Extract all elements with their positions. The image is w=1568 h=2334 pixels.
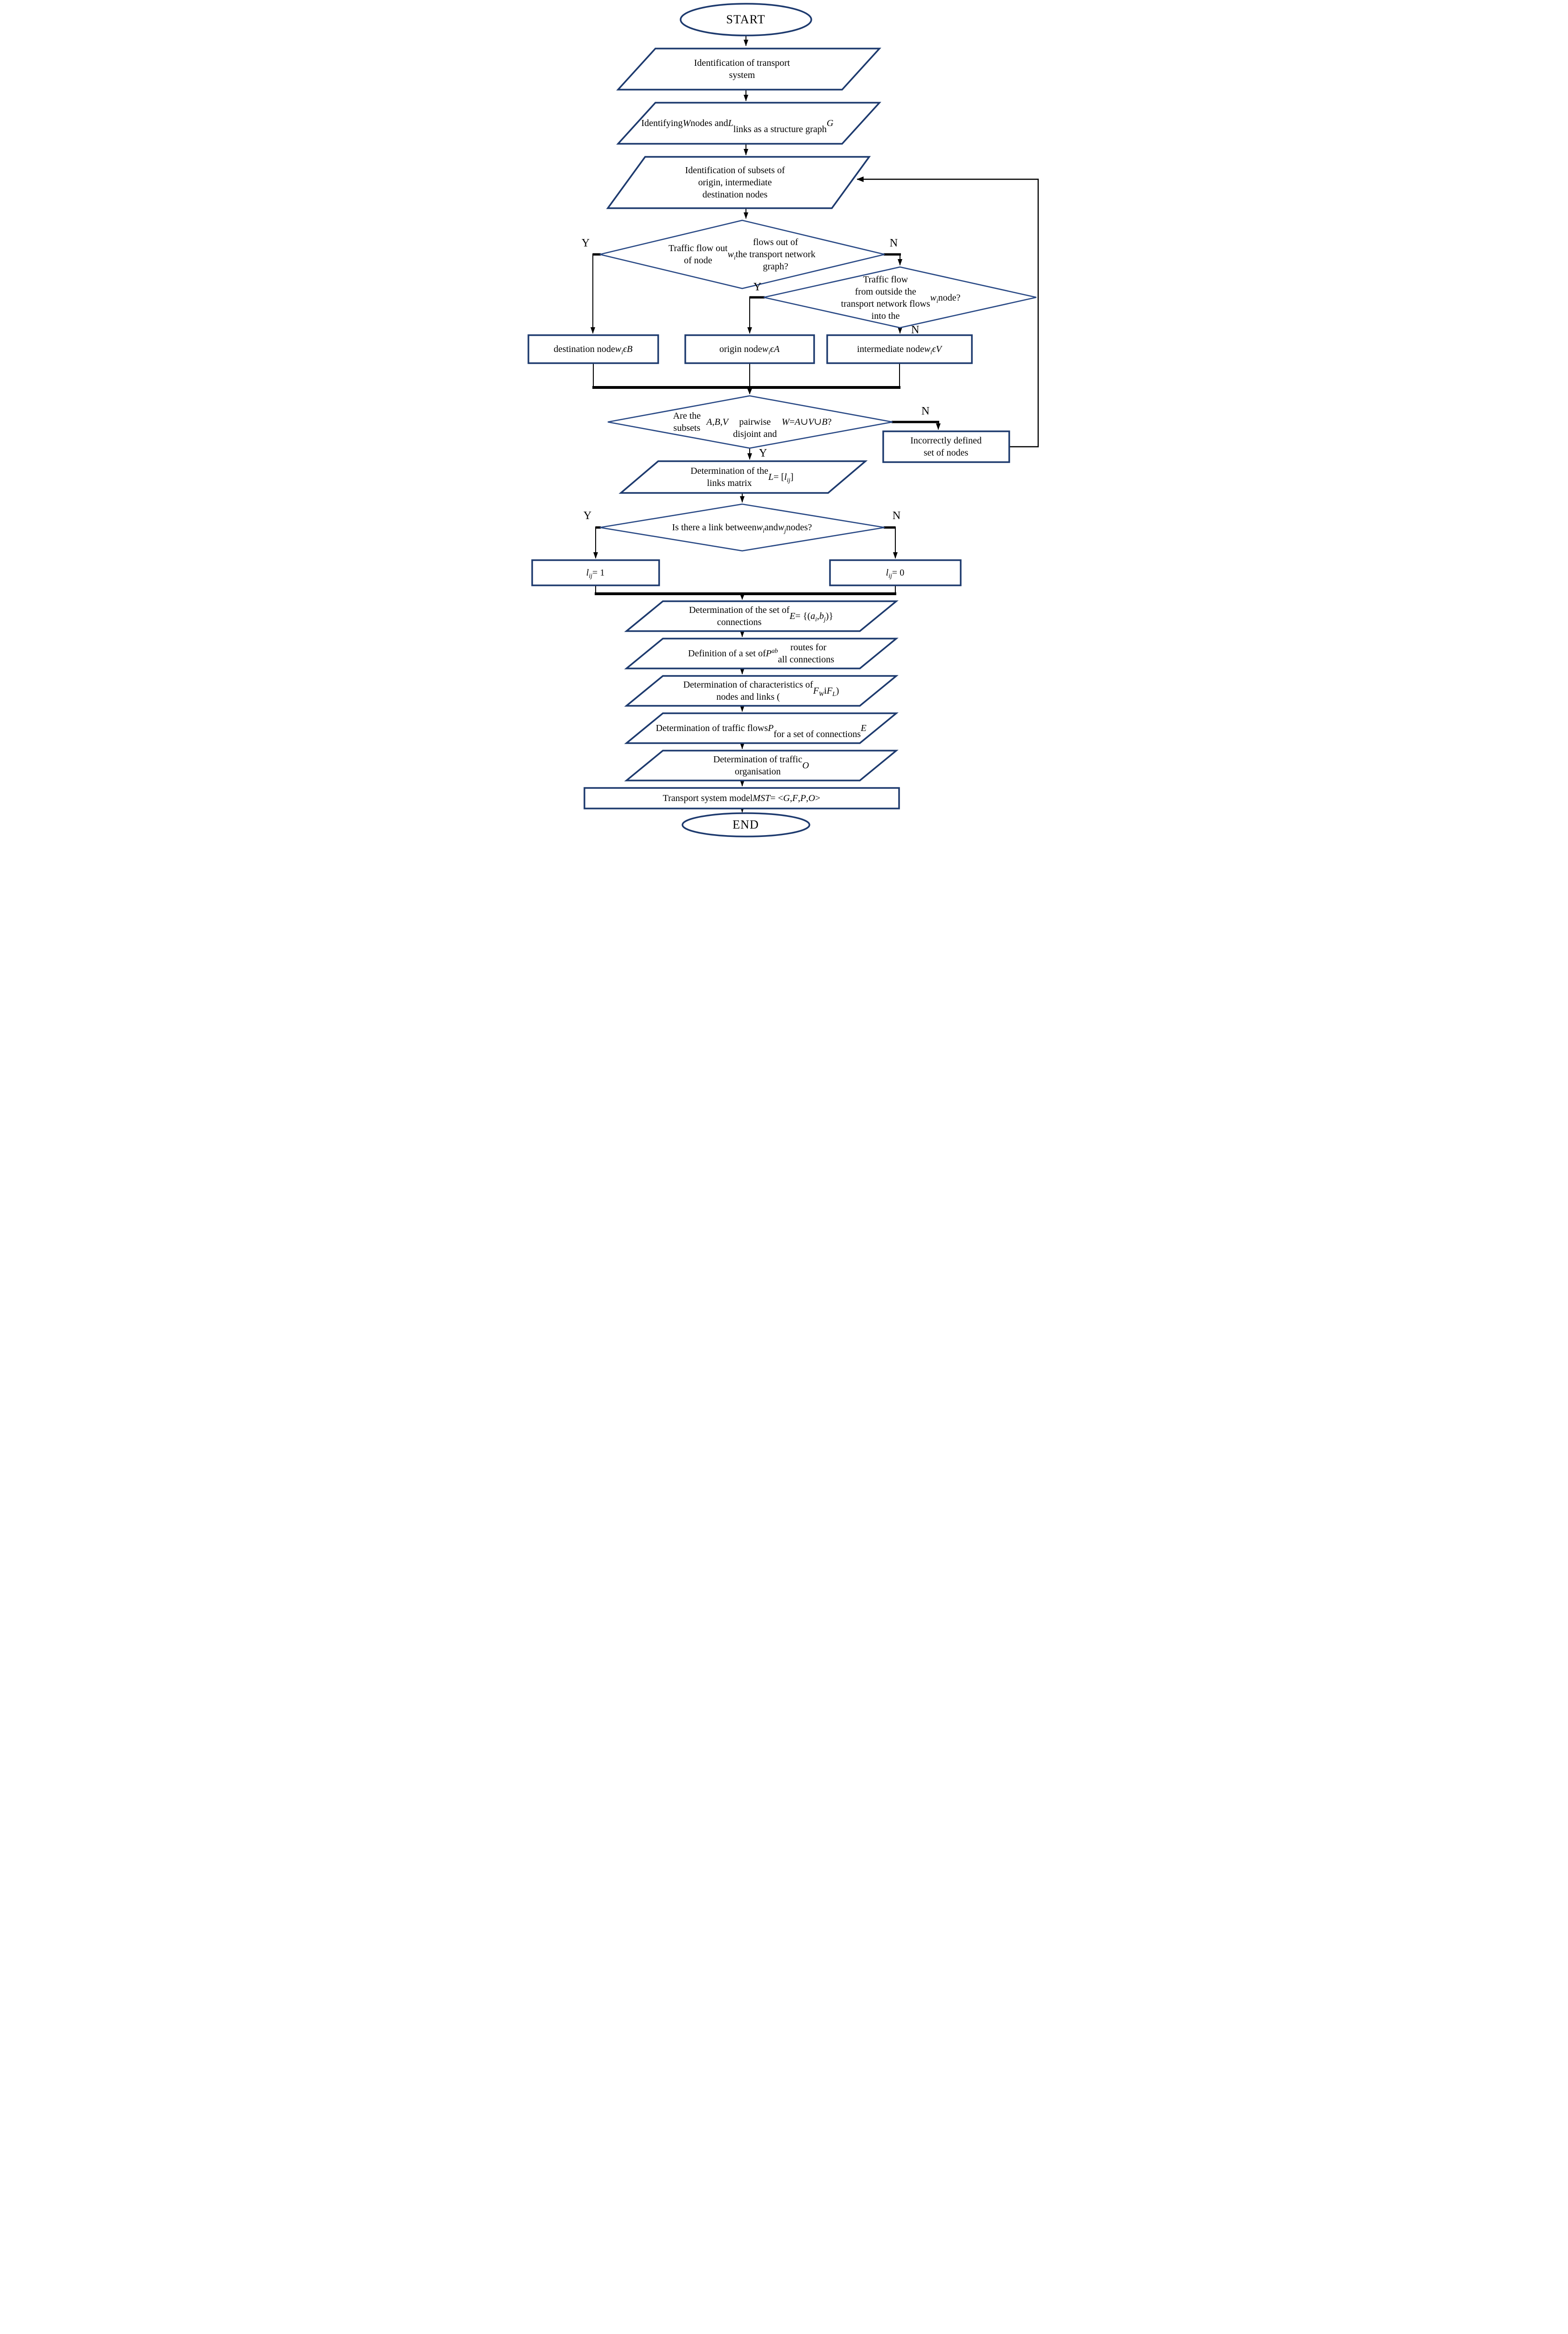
p5-parallelogram-shape (624, 600, 899, 632)
end-terminator-shape (681, 812, 810, 837)
l1-box-shape (531, 559, 660, 586)
p8-parallelogram-shape (624, 712, 899, 744)
d4-decision-shape (599, 503, 885, 552)
start-terminator-shape (679, 3, 812, 36)
destination-box-shape (527, 334, 659, 364)
d3-decision-shape (607, 395, 893, 449)
p1-parallelogram-shape (616, 48, 881, 91)
origin-box-shape (684, 334, 815, 364)
mst-box-shape (583, 787, 900, 809)
p4-parallelogram-shape (618, 460, 868, 494)
p3-parallelogram-shape (606, 156, 871, 209)
p2-parallelogram-shape (616, 102, 881, 145)
d2-decision-shape (763, 266, 1036, 329)
feedback-loop-line (856, 176, 1039, 448)
p6-parallelogram-shape (624, 638, 899, 669)
intermediate-box-shape (826, 334, 973, 364)
incorrect-box-shape (882, 430, 1010, 463)
p7-parallelogram-shape (624, 675, 899, 707)
flowchart-drawing (527, 3, 1039, 837)
l0-box-shape (829, 559, 962, 586)
p9-parallelogram-shape (624, 750, 899, 781)
d1-decision-shape (599, 219, 885, 289)
